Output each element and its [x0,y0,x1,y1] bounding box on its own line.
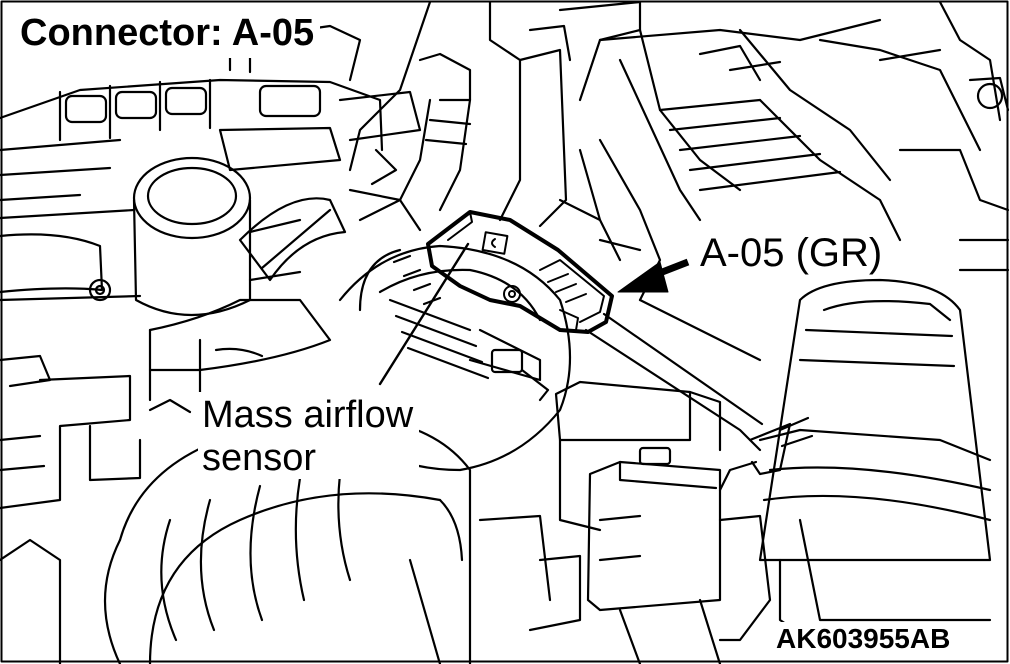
wiring-harness [584,312,814,492]
figure-code: AK603955AB [772,622,955,656]
center-pipes [348,0,572,232]
connector-label: A-05 (GR) [696,232,887,274]
page-title: Connector: A-05 [18,12,321,58]
engine-block-right [558,0,982,362]
intake-pipe-left [0,156,302,317]
connector-arrow [617,258,690,293]
leader-line [378,242,470,386]
mass-airflow-sensor-label: Mass airflow sensor [198,392,420,480]
mass-airflow-label-line1: Mass airflow [202,394,414,436]
mass-airflow-label-line2: sensor [202,436,317,479]
lower-left-bracket [0,354,192,664]
maf-sensor-details [447,211,605,331]
maf-housing [338,244,572,472]
air-cleaner-duct [758,0,1010,642]
hose-left [148,197,347,402]
relay-box [478,380,772,664]
